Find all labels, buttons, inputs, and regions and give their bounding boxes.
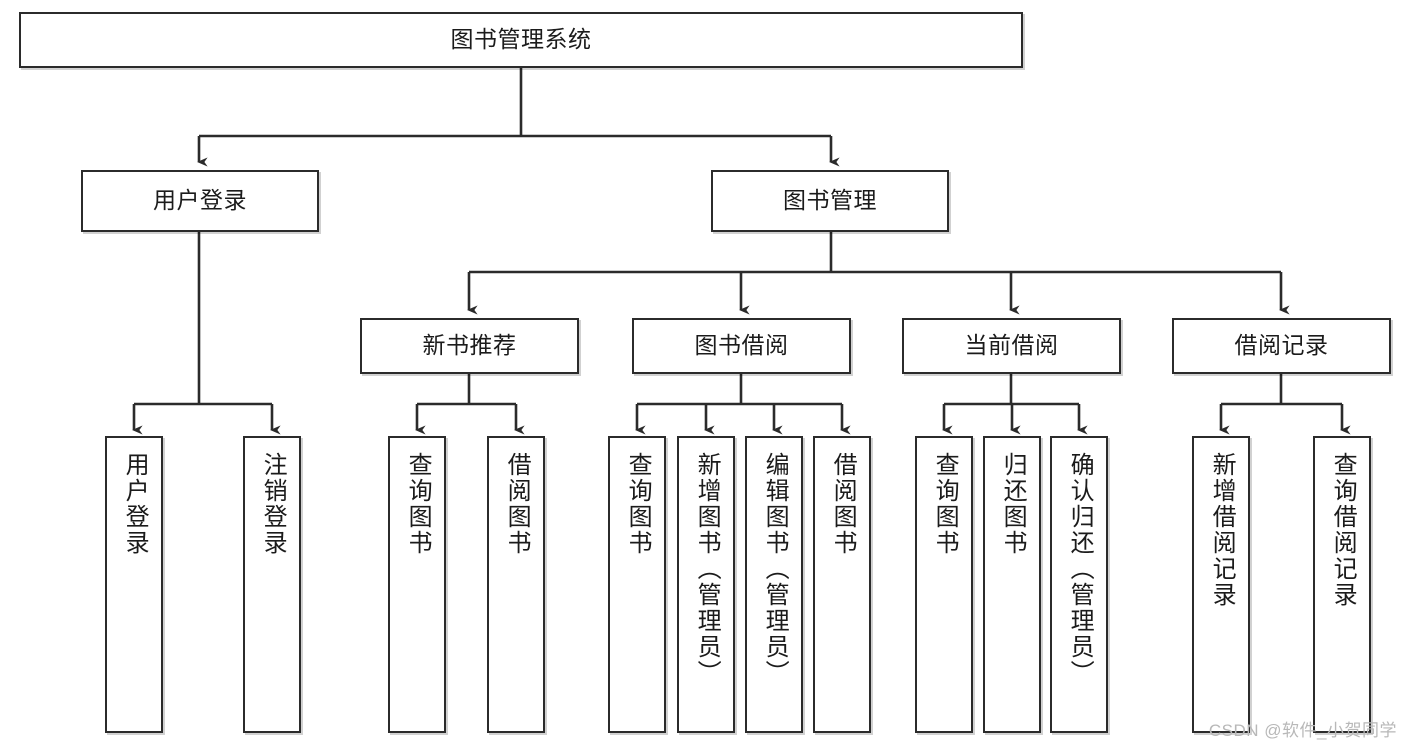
node-leaf-query-book-3[interactable]: 查询图书 xyxy=(915,436,973,733)
node-leaf-confirm-return-label: 确认归还（管理员） xyxy=(1066,452,1094,686)
node-leaf-user-login[interactable]: 用户登录 xyxy=(105,436,163,733)
node-book-borrow-label: 图书借阅 xyxy=(694,332,789,359)
node-leaf-add-book[interactable]: 新增图书（管理员） xyxy=(677,436,735,733)
node-leaf-user-login-label: 用户登录 xyxy=(121,452,149,556)
node-borrow-record-label: 借阅记录 xyxy=(1234,332,1329,359)
node-borrow-record[interactable]: 借阅记录 xyxy=(1172,318,1391,374)
node-leaf-query-book-2-label: 查询图书 xyxy=(624,452,652,556)
node-root[interactable]: 图书管理系统 xyxy=(19,12,1023,68)
node-leaf-confirm-return[interactable]: 确认归还（管理员） xyxy=(1050,436,1108,733)
node-leaf-borrow-book-1[interactable]: 借阅图书 xyxy=(487,436,545,733)
node-new-book-rec-label: 新书推荐 xyxy=(422,332,517,359)
node-leaf-query-book-1-label: 查询图书 xyxy=(404,452,432,556)
node-leaf-query-book-2[interactable]: 查询图书 xyxy=(608,436,666,733)
node-book-manage-label: 图书管理 xyxy=(783,187,877,214)
node-user-login-label: 用户登录 xyxy=(153,187,247,214)
node-user-login[interactable]: 用户登录 xyxy=(81,170,319,232)
node-current-borrow-label: 当前借阅 xyxy=(964,332,1059,359)
node-new-book-rec[interactable]: 新书推荐 xyxy=(360,318,579,374)
node-root-label: 图书管理系统 xyxy=(450,26,592,53)
node-leaf-edit-book[interactable]: 编辑图书（管理员） xyxy=(745,436,803,733)
node-book-manage[interactable]: 图书管理 xyxy=(711,170,949,232)
watermark-text: CSDN @软件_小贺同学 xyxy=(1208,721,1397,740)
node-leaf-user-logout-label: 注销登录 xyxy=(259,452,287,556)
node-leaf-add-book-label: 新增图书（管理员） xyxy=(693,452,721,686)
node-leaf-user-logout[interactable]: 注销登录 xyxy=(243,436,301,733)
node-book-borrow[interactable]: 图书借阅 xyxy=(632,318,851,374)
node-leaf-add-record-label: 新增借阅记录 xyxy=(1208,452,1236,608)
node-leaf-return-book[interactable]: 归还图书 xyxy=(983,436,1041,733)
node-leaf-add-record[interactable]: 新增借阅记录 xyxy=(1192,436,1250,733)
node-leaf-borrow-book-2-label: 借阅图书 xyxy=(829,452,857,556)
node-leaf-query-record[interactable]: 查询借阅记录 xyxy=(1313,436,1371,733)
node-leaf-query-book-3-label: 查询图书 xyxy=(931,452,959,556)
node-leaf-borrow-book-2[interactable]: 借阅图书 xyxy=(813,436,871,733)
node-leaf-query-book-1[interactable]: 查询图书 xyxy=(388,436,446,733)
node-leaf-edit-book-label: 编辑图书（管理员） xyxy=(761,452,789,686)
node-leaf-borrow-book-1-label: 借阅图书 xyxy=(503,452,531,556)
node-leaf-query-record-label: 查询借阅记录 xyxy=(1329,452,1357,608)
node-current-borrow[interactable]: 当前借阅 xyxy=(902,318,1121,374)
node-leaf-return-book-label: 归还图书 xyxy=(999,452,1027,556)
